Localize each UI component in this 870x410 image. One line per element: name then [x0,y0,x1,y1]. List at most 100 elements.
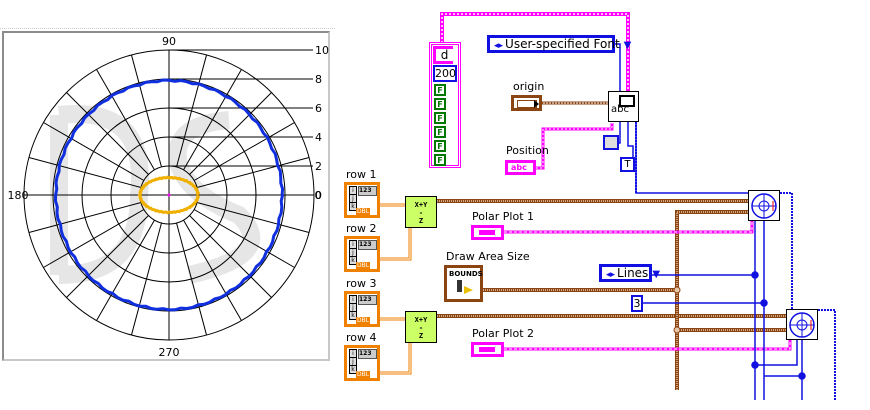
dropdown-arrow-icon[interactable]: ▼ [623,40,632,51]
dropdown-arrow-icon[interactable]: ▼ [652,269,661,280]
string-wire[interactable] [440,12,630,170]
true-value: T [624,159,631,170]
flag-icon [457,280,462,292]
polar-plot-icon [789,312,815,338]
formula-node[interactable]: X+Y-Z [405,196,437,228]
font-wire[interactable] [614,43,748,194]
polar-plot-1-terminal[interactable] [471,225,504,240]
origin-label: origin [513,80,545,93]
row-label: row 2 [346,222,377,235]
angle-label: 180 [8,189,29,202]
increment-arrows-icon[interactable]: ◂▸ [494,41,504,51]
origin-terminal[interactable] [511,95,542,111]
draw-area-size-terminal[interactable]: BOUNDS [444,265,483,302]
polar-spoke [130,222,162,336]
polar-spoke [43,122,145,181]
polar-spoke [176,54,208,168]
polar-spoke [96,69,155,171]
polar-spoke [193,209,295,268]
plot-data-wires[interactable] [504,221,792,351]
dbl-type-label: DBL [356,371,371,378]
radius-label: 2 [315,160,322,173]
boolean-constant[interactable]: F [434,154,446,166]
polar-plot-1-node[interactable] [748,190,780,221]
radius-label: 8 [315,73,322,86]
polar-plot-2-terminal[interactable] [471,342,504,357]
radius-label: 0 [315,189,322,202]
radius-label: 4 [315,131,322,144]
bounds-text: BOUNDS [449,270,483,278]
polar-spoke [193,122,295,181]
numeric-element[interactable]: 123 [358,240,377,250]
dbl-type-label: DBL [356,317,371,324]
polar-plot-1-label: Polar Plot 1 [472,210,535,223]
formula-node[interactable]: X+Y-Z [405,311,437,343]
position-terminal[interactable]: abc [505,160,536,175]
color-constant[interactable] [603,135,619,150]
enum-wires[interactable] [643,192,836,400]
radius-label: 10 [315,44,329,57]
formula-text: Z [418,217,424,225]
row-label: row 1 [346,168,377,181]
index-display[interactable]: k [349,202,357,211]
boolean-constant[interactable]: F [434,112,446,124]
polar-spoke [189,92,272,175]
font-ring-value: User-specified Font [505,37,620,51]
string-constant[interactable]: d [433,46,453,64]
boolean-constant[interactable]: F [434,126,446,138]
polar-spoke [176,222,208,336]
increment-arrows-icon[interactable]: ◂▸ [606,270,616,280]
numeric-value: 200 [435,67,456,80]
numeric-element[interactable]: 123 [358,186,377,196]
numeric-element[interactable]: 123 [358,349,377,359]
angle-label: 90 [162,35,176,48]
text-icon: abc [611,104,629,115]
numeric-constant-3[interactable]: 3 [631,295,643,312]
formula-text: X+Y [414,316,428,324]
numeric-element[interactable]: 123 [358,295,377,305]
index-display[interactable]: k [349,365,357,374]
dbl-wires[interactable] [380,203,412,375]
numeric-constant-200[interactable]: 200 [433,65,457,82]
terminal-arrow-icon [534,100,539,108]
true-constant[interactable]: T [620,157,635,172]
polar-plot-2-node[interactable] [786,309,818,340]
plot-icon [479,347,495,352]
lines-ring[interactable]: ◂▸Lines▼ [599,264,660,282]
polar-series-1 [53,78,285,312]
polar-spoke [196,156,310,188]
formula-text: X+Y [414,201,428,209]
polar-spoke [189,215,272,298]
boolean-constant[interactable]: F [434,84,446,96]
polar-plot-icon [751,193,777,219]
index-display[interactable]: k [349,311,357,320]
boolean-constant[interactable]: F [434,98,446,110]
font-ring[interactable]: ◂▸User-specified Font▼ [487,35,631,53]
polar-spoke [96,219,155,321]
draw-area-label: Draw Area Size [446,250,530,263]
formula-text: - [418,324,424,332]
angle-label: 0 [315,189,322,202]
polar-spoke [66,92,149,175]
plot-icon [479,230,495,235]
position-label: Position [506,144,549,157]
boolean-constant[interactable]: F [434,140,446,152]
dbl-type-label: DBL [356,208,371,215]
string-value: d [440,48,449,62]
dbl-type-label: DBL [356,262,371,269]
origin-point [167,193,171,197]
cluster-wires[interactable] [437,199,786,390]
angle-label: 270 [159,346,180,359]
index-display[interactable]: k [349,256,357,265]
string-type-label: abc [511,163,527,172]
polar-series-2 [137,175,201,215]
polar-spoke [28,202,142,234]
row-label: row 3 [346,277,377,290]
text-property-node[interactable]: abc [608,91,639,122]
